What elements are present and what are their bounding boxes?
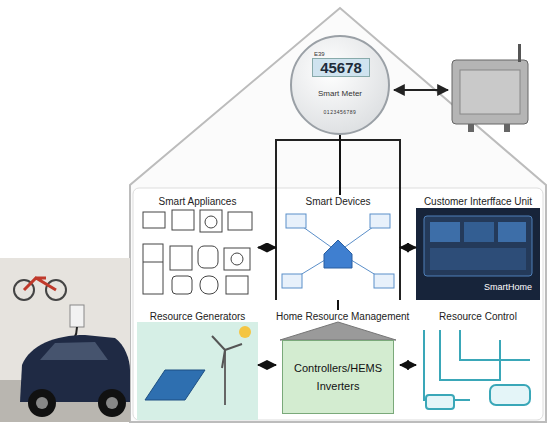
- gateway-device-part: [460, 70, 520, 114]
- screen-brand: SmartHome: [484, 282, 532, 292]
- panel-title: Customer Interfface Unit: [416, 196, 540, 207]
- gateway-device-part: [452, 60, 528, 124]
- garage-photo: [0, 258, 130, 422]
- appliance-icons-part: [198, 246, 218, 268]
- device-network-part: [286, 214, 306, 228]
- interface-screen: [416, 208, 540, 300]
- interface-screen-part: [430, 248, 526, 270]
- interface-screen-part: [498, 222, 526, 242]
- appliance-icons-part: [143, 262, 163, 263]
- connector: [400, 247, 416, 249]
- house-outline-part: [133, 188, 543, 420]
- house-outline-part: [130, 8, 546, 422]
- hems-roof: [280, 322, 396, 340]
- panel-title: Resource Control: [416, 311, 540, 322]
- meter-label: Smart Meter: [292, 89, 388, 98]
- appliance-icons-part: [224, 248, 250, 270]
- appliance-icons-part: [200, 210, 222, 232]
- appliance-icons-part: [143, 212, 165, 228]
- appliance-icons-part: [200, 276, 218, 294]
- interface-screen-part: [424, 216, 532, 276]
- smart-meter: E3945678Smart Meter 0123456789: [290, 35, 390, 135]
- appliance-icons-part: [226, 276, 248, 294]
- house-outline: [130, 8, 546, 422]
- appliance-icons-part: [228, 212, 252, 230]
- panel-box: Home Resource ManagementControllers/HEMS…: [276, 310, 400, 420]
- meter-gateway-arrow: [394, 89, 448, 91]
- connector: [258, 247, 276, 249]
- meter-serial: 0123456789: [292, 109, 388, 115]
- panel-box: Smart Appliances: [137, 195, 258, 300]
- panel-box: Resource Control: [416, 310, 540, 420]
- generator-scene-part: [137, 322, 258, 420]
- controller-label: Controllers/HEMS: [294, 362, 382, 374]
- meter-reading: 45678: [312, 58, 370, 77]
- garage-photo-part: [0, 258, 130, 422]
- connector: [400, 364, 416, 366]
- panel-box: Smart Devices: [276, 195, 400, 300]
- generator-scene: [137, 322, 258, 420]
- device-network-part: [370, 214, 390, 228]
- device-network-part: [282, 274, 302, 288]
- panel-title: Smart Devices: [276, 196, 400, 207]
- interface-screen-part: [464, 222, 494, 242]
- garage-photo-part: [98, 389, 126, 417]
- gateway-device-part: [504, 124, 510, 132]
- garage-photo-part: [28, 389, 56, 417]
- plumbing-scene-part: [490, 385, 530, 405]
- garage-photo-part: [36, 397, 48, 409]
- gateway-device: [452, 44, 528, 132]
- interface-screen-part: [416, 208, 540, 300]
- bus-frame: [276, 140, 400, 300]
- controller-box: Controllers/HEMS Inverters: [282, 340, 394, 414]
- generator-scene-part: [212, 336, 242, 368]
- generator-scene-part: [239, 326, 251, 338]
- garage-photo-part: [24, 278, 56, 290]
- meter-code: E39: [314, 51, 325, 57]
- inverter-label: Inverters: [317, 380, 360, 392]
- panel-box: Customer Interfface UnitSmartHome: [416, 195, 540, 300]
- generator-scene-part: [145, 370, 205, 400]
- plumbing-scene-part: [426, 395, 454, 409]
- appliance-icons-part: [231, 253, 243, 265]
- garage-photo-part: [70, 305, 84, 327]
- interface-screen-part: [430, 222, 460, 242]
- appliance-icons-part: [143, 244, 163, 294]
- panel-title: Smart Appliances: [137, 196, 258, 207]
- panel-title: Resource Generators: [137, 311, 258, 322]
- gateway-device-part: [468, 124, 474, 132]
- appliance-icons-part: [170, 246, 192, 270]
- connector: [339, 135, 341, 195]
- device-network-part: [324, 240, 352, 268]
- device-network-part: [374, 274, 394, 288]
- panel-title: Home Resource Management: [276, 311, 400, 322]
- panel-box: Resource Generators: [137, 310, 258, 420]
- appliance-icons-part: [172, 276, 192, 294]
- device-network: [282, 214, 394, 288]
- gateway-device-part: [518, 44, 521, 62]
- garage-photo-part: [40, 342, 108, 360]
- plumbing-scene: [424, 330, 530, 409]
- appliance-icons: [143, 210, 252, 294]
- appliance-icons-part: [205, 216, 217, 228]
- garage-photo-part: [106, 397, 118, 409]
- connector: [337, 300, 339, 310]
- connector: [258, 364, 276, 366]
- appliance-icons-part: [172, 210, 194, 230]
